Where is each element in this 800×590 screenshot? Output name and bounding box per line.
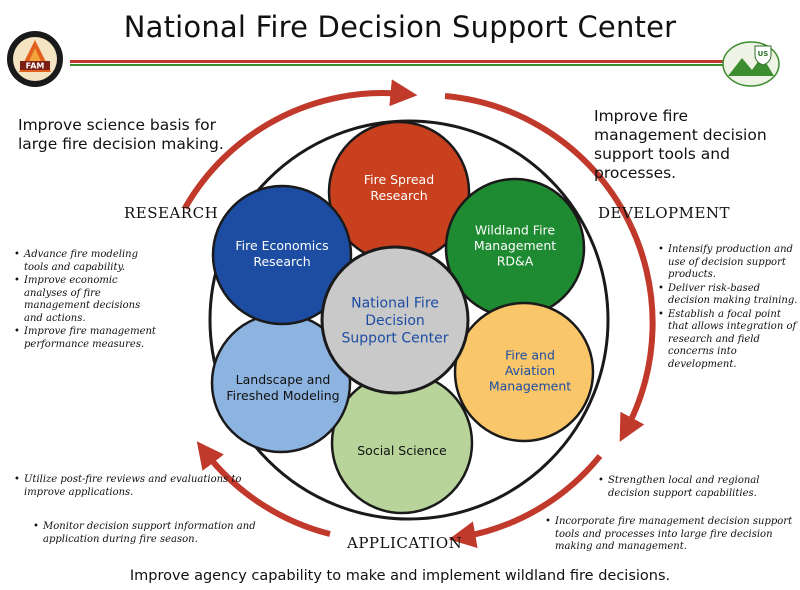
cycle-arrows bbox=[182, 79, 656, 548]
application-left-bullet-list-a: Utilize post-fire reviews and evaluation… bbox=[14, 474, 244, 500]
application-summary: Improve agency capability to make and im… bbox=[129, 568, 671, 584]
development-summary: Improve fire management decision support… bbox=[594, 107, 767, 182]
header-rule-green bbox=[70, 64, 730, 66]
bullet-item: Incorporate fire management decision sup… bbox=[545, 516, 800, 554]
bullet-item: Monitor decision support information and… bbox=[33, 521, 273, 546]
research-summary: Improve science basis for large fire dec… bbox=[18, 116, 224, 153]
application-right-bullet-list-b: Incorporate fire management decision sup… bbox=[545, 516, 800, 555]
fire-economics-circle bbox=[211, 184, 353, 326]
application-right-bullet-list-a: Strengthen local and regional decision s… bbox=[598, 475, 788, 501]
bullet-item: Strengthen local and regional decision s… bbox=[598, 475, 788, 500]
rocky-mountain-station-logo: US bbox=[722, 40, 780, 98]
bullet-item: Establish a focal point that allows inte… bbox=[658, 309, 798, 372]
development-to-application-lower-arrow bbox=[448, 454, 603, 548]
application-stage-label: APPLICATION bbox=[347, 534, 463, 552]
research-stage-label: RESEARCH bbox=[124, 204, 219, 222]
social-science-label: Social Science bbox=[357, 443, 447, 458]
fam-logo-text: FAM bbox=[26, 62, 45, 71]
bullet-item: Intensify production and use of decision… bbox=[658, 244, 798, 282]
us-shield-text: US bbox=[758, 50, 769, 58]
header-rule-red bbox=[70, 60, 730, 63]
research-to-development-arrow bbox=[182, 79, 418, 210]
research-bullet-list: Advance fire modeling tools and capabili… bbox=[14, 249, 159, 352]
fam-logo: FAM bbox=[6, 30, 64, 88]
development-bullet-list: Intensify production and use of decision… bbox=[658, 244, 798, 372]
bullet-item: Deliver risk-based decision making train… bbox=[658, 283, 798, 308]
development-stage-label: DEVELOPMENT bbox=[598, 204, 731, 222]
bullet-item: Utilize post-fire reviews and evaluation… bbox=[14, 474, 244, 499]
aviation-circle bbox=[453, 301, 595, 443]
bullet-item: Improve economic analyses of fire manage… bbox=[14, 275, 159, 325]
bullet-item: Advance fire modeling tools and capabili… bbox=[14, 249, 159, 274]
bullet-item: Improve fire management performance meas… bbox=[14, 326, 159, 351]
application-left-bullet-list-b: Monitor decision support information and… bbox=[33, 521, 273, 547]
center-circle bbox=[320, 245, 470, 395]
development-to-application-arrow bbox=[444, 93, 656, 442]
page-title: National Fire Decision Support Center bbox=[123, 10, 677, 44]
application-to-research-arrow bbox=[196, 441, 331, 537]
